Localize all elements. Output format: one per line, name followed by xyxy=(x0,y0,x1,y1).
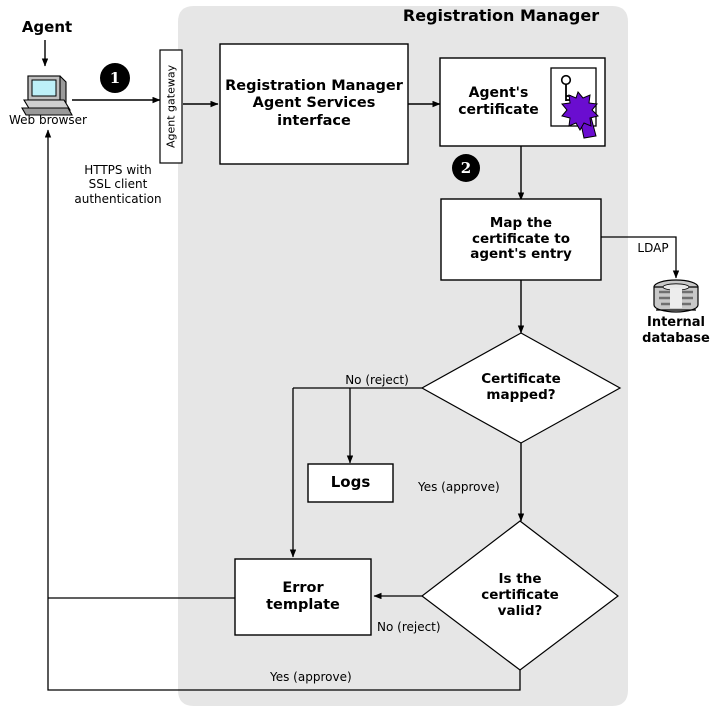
ldap-connector xyxy=(601,236,680,279)
step-badge-2: 2 xyxy=(452,154,480,182)
logs-box xyxy=(307,463,394,503)
panel-title: Registration Manager xyxy=(402,6,600,25)
error-template-box xyxy=(234,558,372,636)
https-auth-label: HTTPS with SSL client authentication xyxy=(58,163,178,206)
internal-database-line-2: database xyxy=(642,330,710,346)
valid-yes-edge-label: Yes (approve) xyxy=(270,670,352,684)
internal-database-icon xyxy=(653,279,699,313)
internal-database-line-1: Internal xyxy=(646,315,706,330)
mapped-yes-edge-label: Yes (approve) xyxy=(418,480,500,494)
web-browser-icon xyxy=(21,75,73,116)
rm-agent-services-interface-box xyxy=(219,43,409,165)
agent-label: Agent xyxy=(21,18,73,36)
agent-gateway-label: Agent gateway xyxy=(164,64,178,149)
step-badge-1: 1 xyxy=(100,63,130,93)
valid-yes-return-path xyxy=(44,129,521,691)
certificate-seal-icon xyxy=(550,67,599,139)
mapped-no-edge-label: No (reject) xyxy=(345,373,409,387)
valid-no-edge-label: No (reject) xyxy=(377,620,441,634)
map-certificate-box xyxy=(440,198,602,281)
https-auth-line-1: HTTPS with xyxy=(84,163,152,177)
ldap-edge-label: LDAP xyxy=(637,241,669,255)
web-browser-label: Web browser xyxy=(9,113,87,127)
https-auth-line-2: SSL client xyxy=(88,177,148,192)
https-auth-line-3: authentication xyxy=(74,191,162,206)
internal-database-label: Internal database xyxy=(626,315,710,346)
agent-gateway-box xyxy=(159,49,183,164)
